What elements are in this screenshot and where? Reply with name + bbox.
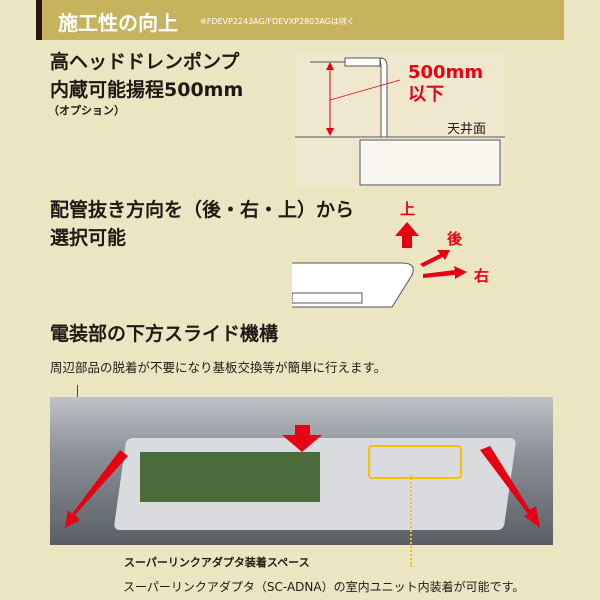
adapter-leader-line	[410, 475, 413, 567]
adapter-space-desc: スーパーリンクアダプタ（SC-ADNA）の室内ユニット内装着が可能です。	[123, 580, 525, 594]
section-note: ※FDEVP2243AG/FDEVXP2803AGは除く	[200, 17, 355, 26]
adapter-space-label: スーパーリンクアダプタ装着スペース	[124, 556, 310, 569]
section-header	[36, 0, 564, 40]
feature1-line1: 高ヘッドドレンポンプ	[50, 51, 240, 73]
direction-up-label: 上	[400, 200, 416, 218]
ceiling-label: 天井面	[447, 122, 487, 137]
feature1-line2: 内蔵可能揚程500mm	[50, 79, 244, 101]
direction-arrows-icon	[395, 222, 467, 279]
feature1-title: 高ヘッドドレンポンプ 内蔵可能揚程500mm	[50, 48, 243, 104]
feature2-line1: 配管抜き方向を（後・右・上）から	[50, 199, 355, 221]
slide-arrows-icon	[65, 425, 540, 528]
feature2-title: 配管抜き方向を（後・右・上）から 選択可能	[50, 196, 354, 252]
section-title: 施工性の向上	[58, 11, 178, 35]
drain-pump-illustration	[295, 57, 505, 186]
direction-back-label: 後	[447, 230, 463, 248]
head-height-label: 500mm 以下	[408, 62, 483, 106]
head-height-value: 500mm	[408, 62, 484, 83]
circuit-board	[140, 452, 320, 502]
head-height-suffix: 以下	[408, 84, 444, 105]
adapter-space-highlight	[368, 445, 462, 479]
feature2-line2: 選択可能	[50, 227, 127, 249]
feature3-title: 電装部の下方スライド機構	[50, 323, 279, 345]
unit-illustration	[292, 262, 414, 308]
direction-right-label: 右	[474, 267, 490, 285]
feature3-desc: 周辺部品の脱着が不要になり基板交換等が簡単に行えます。	[50, 360, 387, 375]
feature1-sub: （オプション）	[48, 104, 125, 117]
drain-diagram	[295, 52, 505, 187]
